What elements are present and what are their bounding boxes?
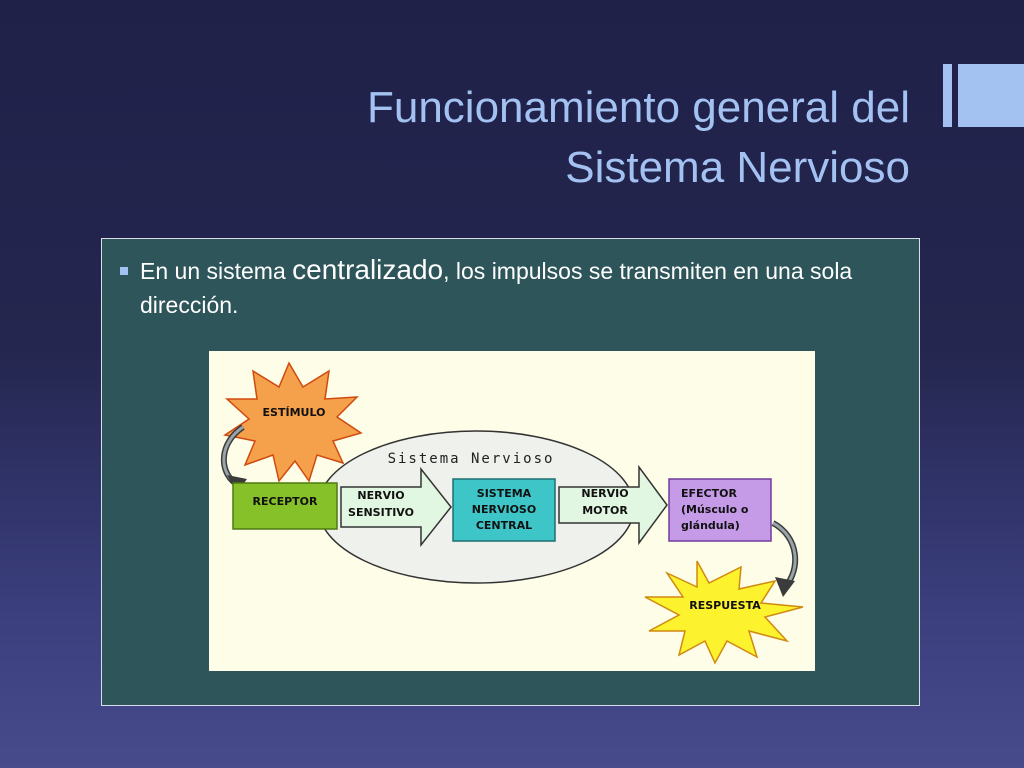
effector-label-2: (Músculo o xyxy=(681,503,749,516)
effector-label-3: glándula) xyxy=(681,519,740,532)
cns-box xyxy=(452,478,556,542)
bullet-text-emphasis: centralizado xyxy=(292,254,444,285)
slide-title-line2: Sistema Nervioso xyxy=(565,143,910,192)
effector-label-1: EFECTOR xyxy=(681,487,737,500)
curved-arrow-response-head xyxy=(775,577,795,597)
bullet-square-icon xyxy=(120,267,128,275)
response-starburst xyxy=(644,560,804,665)
content-box: En un sistema centralizado, los impulsos… xyxy=(101,238,920,706)
motor-nerve-arrow xyxy=(558,464,668,546)
sensory-nerve-arrow xyxy=(340,466,452,548)
stimulus-label: ESTÍMULO xyxy=(263,406,326,419)
receptor-box xyxy=(232,482,338,530)
cns-label-3: CENTRAL xyxy=(476,519,532,532)
nervous-system-diagram: Sistema Nervioso ESTÍMULO RECEPTOR NERVI… xyxy=(209,351,815,671)
bullet-text: En un sistema centralizado, los impulsos… xyxy=(140,253,910,322)
diagram-svg: Sistema Nervioso ESTÍMULO RECEPTOR NERVI… xyxy=(209,351,815,671)
bullet-text-pre: En un sistema xyxy=(140,258,293,284)
bullet-item: En un sistema centralizado, los impulsos… xyxy=(120,253,910,322)
effector-box xyxy=(668,478,772,542)
cns-label-1: SISTEMA xyxy=(477,487,532,500)
receptor-label: RECEPTOR xyxy=(253,495,318,508)
sensory-nerve-label-2: SENSITIVO xyxy=(348,506,414,519)
sensory-nerve-label-1: NERVIO xyxy=(357,489,404,502)
bullet-text-post: , los impulsos se transmiten en una sola… xyxy=(140,258,853,318)
title-decoration-bar xyxy=(943,64,952,127)
cns-label-2: NERVIOSO xyxy=(472,503,536,516)
stimulus-starburst xyxy=(223,361,363,483)
title-decoration-block xyxy=(958,64,1024,127)
slide-title-line1: Funcionamiento general del xyxy=(366,83,910,132)
response-label: RESPUESTA xyxy=(689,599,761,612)
motor-nerve-label-2: MOTOR xyxy=(582,504,628,517)
nervous-system-label: Sistema Nervioso xyxy=(388,451,555,467)
motor-nerve-label-1: NERVIO xyxy=(581,487,628,500)
slide-title: Funcionamiento general del Sistema Nervi… xyxy=(180,78,910,198)
